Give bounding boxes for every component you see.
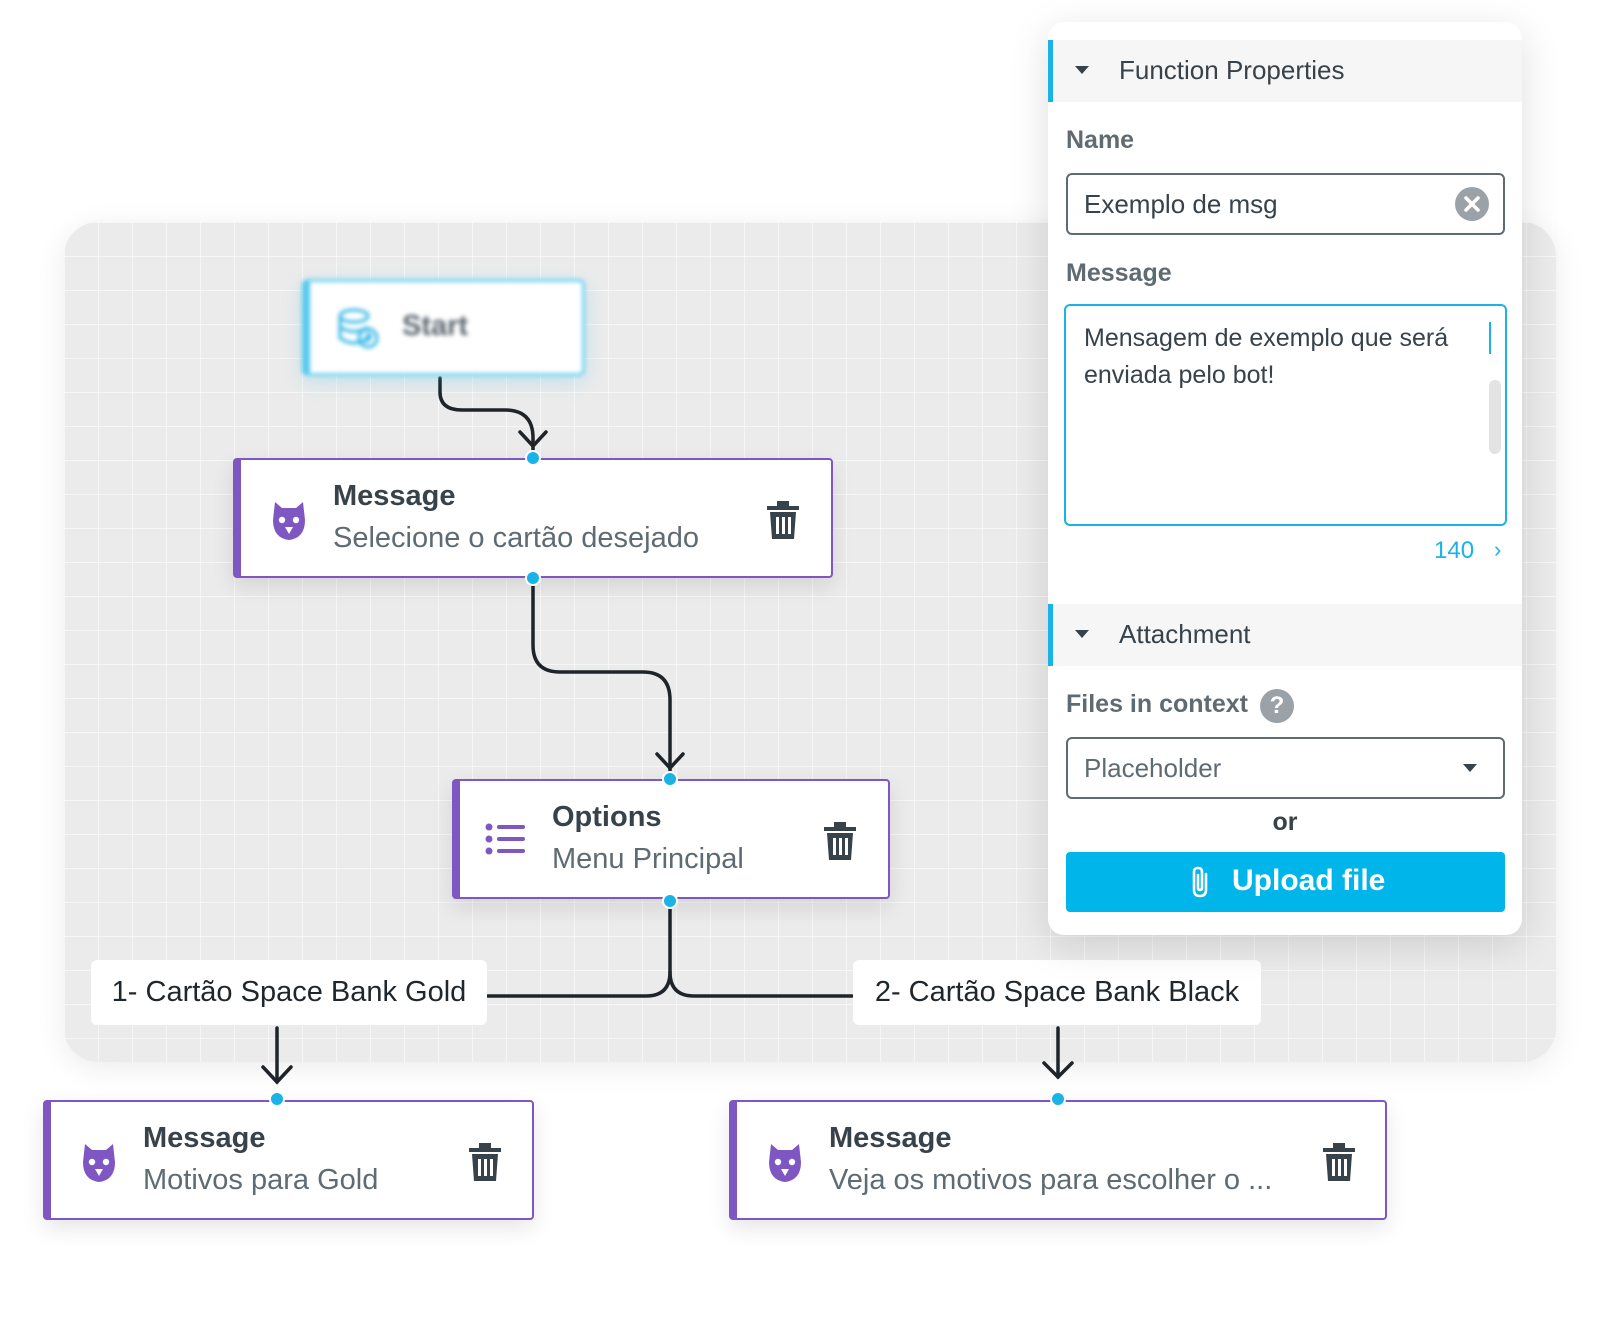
options-node[interactable]: Options Menu Principal [452, 779, 890, 899]
name-label: Name [1066, 126, 1135, 154]
bot-icon [83, 1144, 115, 1182]
node-input-port[interactable] [1050, 1091, 1066, 1107]
node-input-port[interactable] [525, 450, 541, 466]
trash-icon[interactable] [1321, 1142, 1357, 1182]
dropdown-arrow-icon [1463, 764, 1477, 772]
node-subtitle: Veja os motivos para escolher o ... [829, 1164, 1273, 1196]
attachment-header[interactable]: Attachment [1048, 604, 1522, 666]
trash-icon[interactable] [822, 821, 858, 861]
node-subtitle: Selecione o cartão desejado [333, 522, 699, 554]
node-title: Message [333, 480, 456, 512]
start-label: Start [402, 310, 469, 342]
paperclip-icon [1192, 866, 1208, 898]
node-subtitle: Motivos para Gold [143, 1164, 379, 1196]
start-node[interactable]: Start [302, 279, 585, 376]
message-label: Message [1066, 259, 1172, 287]
node-input-port[interactable] [662, 771, 678, 787]
select-placeholder: Placeholder [1084, 753, 1222, 783]
files-select[interactable]: Placeholder [1066, 737, 1505, 799]
clear-icon[interactable] [1455, 187, 1489, 221]
section-title: Attachment [1119, 619, 1251, 649]
message-text: Mensagem de exemplo que será enviada pel… [1084, 324, 1449, 389]
message-textarea[interactable]: Mensagem de exemplo que será enviada pel… [1064, 304, 1507, 526]
node-subtitle: Menu Principal [552, 843, 744, 875]
branch-label-2[interactable]: 2- Cartão Space Bank Black [853, 960, 1261, 1025]
text-cursor [1489, 322, 1491, 354]
list-icon [485, 823, 525, 855]
node-title: Options [552, 801, 662, 833]
name-field[interactable]: Exemplo de msg [1066, 173, 1505, 235]
message-node-black[interactable]: Message Veja os motivos para escolher o … [729, 1100, 1387, 1220]
trash-icon[interactable] [467, 1142, 503, 1182]
branch-label-1[interactable]: 1- Cartão Space Bank Gold [91, 960, 487, 1025]
trash-icon[interactable] [765, 500, 801, 540]
node-title: Message [143, 1122, 266, 1154]
message-node-1[interactable]: Message Selecione o cartão desejado [233, 458, 833, 578]
section-title: Function Properties [1119, 55, 1345, 85]
node-output-port[interactable] [525, 570, 541, 586]
message-node-gold[interactable]: Message Motivos para Gold [43, 1100, 534, 1220]
node-input-port[interactable] [269, 1091, 285, 1107]
caret-down-icon [1075, 66, 1089, 74]
properties-panel: Function Properties Name Exemplo de msg … [1048, 22, 1522, 935]
node-output-port[interactable] [662, 893, 678, 909]
node-title: Message [829, 1122, 952, 1154]
database-check-icon [338, 308, 379, 349]
files-in-context-label: Files in context [1066, 690, 1248, 718]
bot-icon [769, 1144, 801, 1182]
upload-label: Upload file [1232, 864, 1386, 897]
help-icon[interactable]: ? [1260, 689, 1294, 723]
name-value: Exemplo de msg [1084, 189, 1278, 219]
upload-file-button[interactable]: Upload file [1066, 852, 1505, 912]
or-separator: or [1272, 808, 1298, 836]
scrollbar-thumb[interactable] [1489, 380, 1501, 454]
chevron-right-icon: › [1494, 537, 1502, 562]
function-properties-header[interactable]: Function Properties [1048, 40, 1522, 102]
caret-down-icon [1075, 630, 1089, 638]
bot-icon [273, 502, 305, 540]
char-counter: 140 [1434, 537, 1475, 564]
